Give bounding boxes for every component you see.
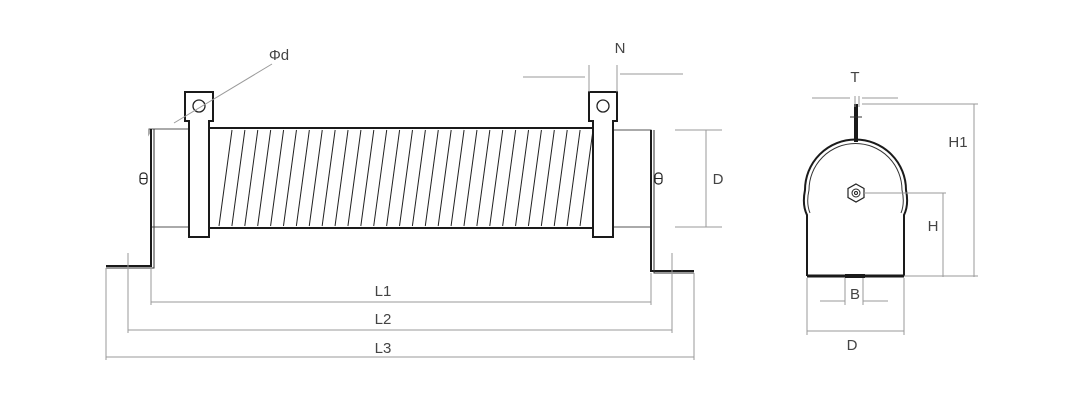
coil-turn	[502, 129, 517, 227]
phi-d-leader	[173, 63, 273, 124]
coil-turn	[450, 129, 465, 227]
coil-turn	[437, 129, 452, 227]
d-label-side: D	[713, 171, 724, 188]
coil-turn	[476, 129, 491, 227]
side-view: Φd N D L1 L2 L3	[105, 40, 724, 360]
left-bracket-inner	[106, 129, 155, 269]
coil-turn	[399, 129, 413, 227]
right-bracket-inner	[653, 130, 694, 274]
left-terminal-hole	[192, 99, 206, 113]
coil-turn	[553, 129, 568, 227]
l3-label: L3	[375, 340, 392, 357]
coil-turn	[218, 129, 233, 227]
l1-label: L1	[375, 283, 392, 300]
coil-turn	[463, 129, 478, 227]
coil-turn	[282, 129, 297, 227]
h-label: H	[928, 218, 939, 235]
end-view: T H1 H B D	[802, 69, 978, 354]
h1-label: H1	[948, 134, 967, 151]
coil-turn	[424, 129, 439, 227]
coil-turn	[540, 129, 555, 227]
coil-turn	[515, 129, 530, 227]
left-bracket	[106, 129, 152, 267]
coil-turn	[347, 129, 362, 227]
coil-winding	[218, 129, 594, 227]
coil-turn	[231, 129, 246, 227]
coil-turn	[527, 129, 542, 227]
end-terminal	[854, 104, 858, 142]
coil-turn	[386, 129, 401, 227]
coil-turn	[489, 129, 504, 227]
l2-label: L2	[375, 311, 392, 328]
coil-turn	[579, 129, 594, 227]
base-slot	[845, 274, 865, 278]
coil-turn	[360, 129, 375, 227]
right-end-cap	[612, 129, 652, 228]
coil-turn	[257, 129, 272, 227]
left-terminal	[184, 91, 214, 238]
coil-turn	[244, 129, 259, 227]
right-terminal-hole	[596, 99, 610, 113]
coil-turn	[566, 129, 581, 227]
right-terminal	[588, 91, 618, 238]
hex-nut-icon	[847, 183, 865, 203]
phi-d-label: Φd	[269, 47, 289, 64]
right-bracket	[650, 130, 694, 272]
right-nut-icon	[654, 172, 663, 185]
coil-turn	[295, 129, 310, 227]
left-end-cap	[148, 128, 190, 228]
coil-turn	[270, 129, 285, 227]
b-label: B	[850, 286, 860, 303]
n-label: N	[615, 40, 626, 57]
coil-turn	[321, 129, 336, 227]
coil-turn	[373, 129, 388, 227]
coil-turn	[411, 129, 426, 227]
t-label: T	[850, 69, 859, 86]
coil-turn	[308, 129, 323, 227]
coil-turn	[334, 129, 349, 227]
left-nut-icon	[139, 172, 148, 185]
d-label-end: D	[847, 337, 858, 354]
